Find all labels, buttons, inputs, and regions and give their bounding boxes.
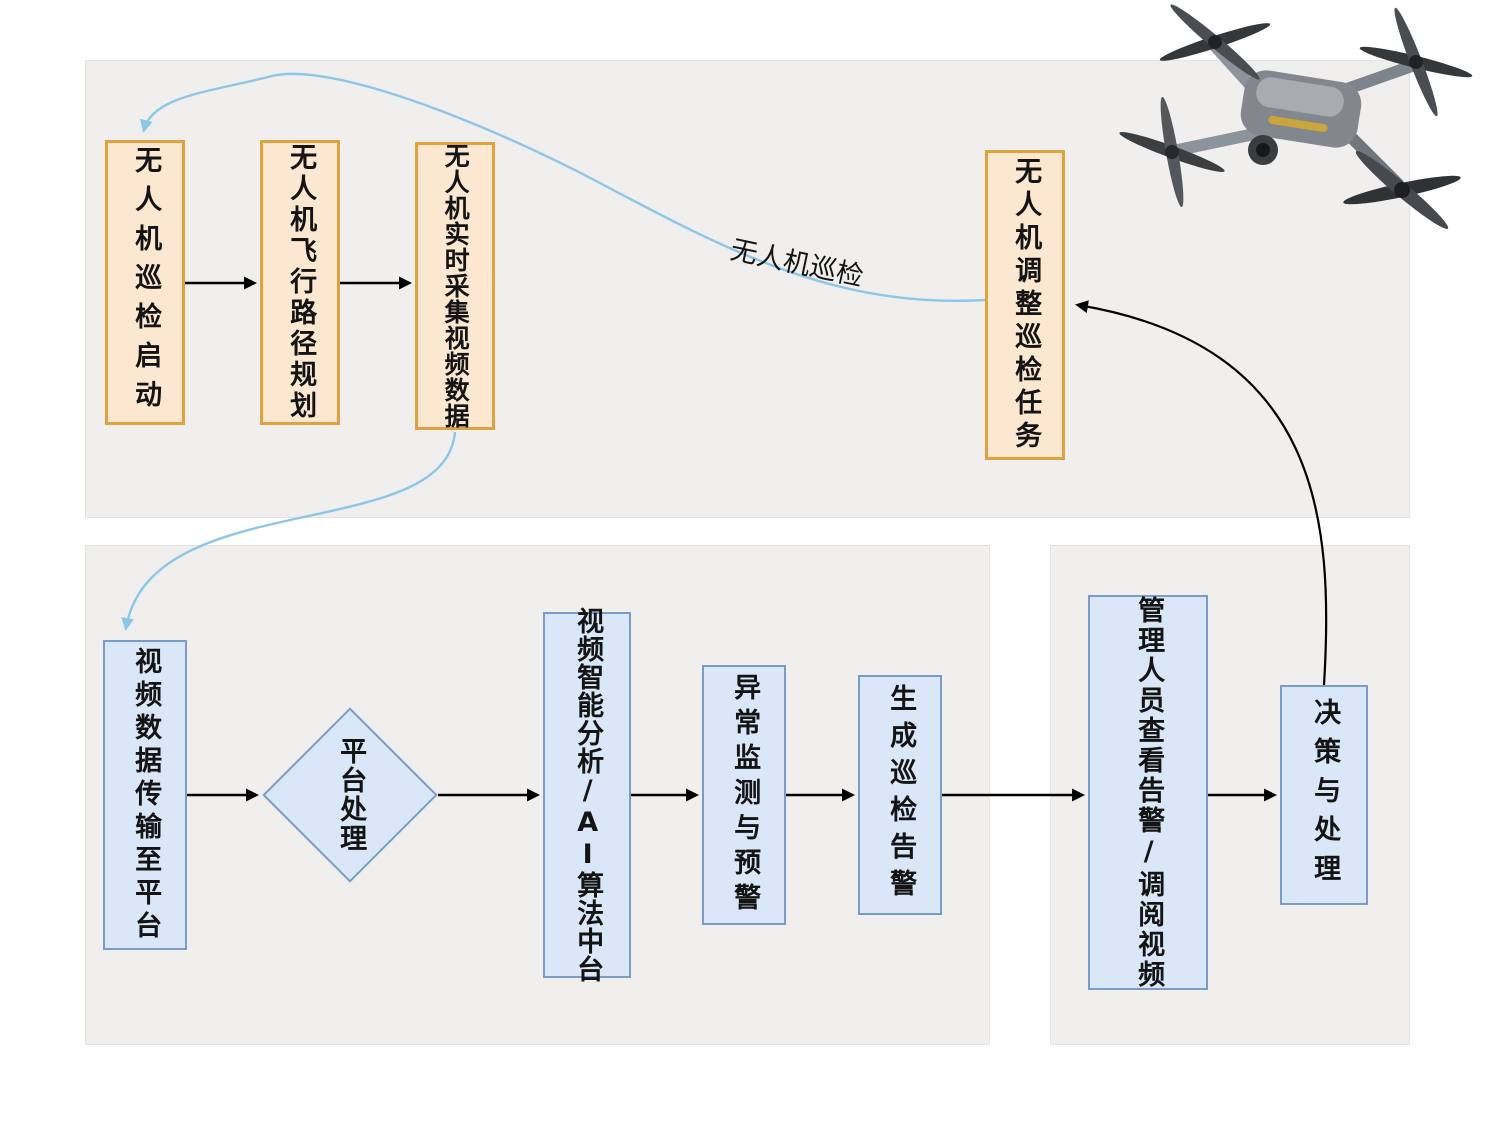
node-adjust-label: 无人机调整巡检任务 — [1010, 156, 1042, 454]
node-start-label: 无人机巡检启动 — [130, 146, 162, 419]
node-ai-analysis-label: 视频智能分析/AI算法中台 — [572, 607, 604, 983]
node-platform-process-label: 平台处理 — [335, 737, 367, 853]
node-transmit: 视频数据传输至平台 — [103, 640, 187, 950]
node-path-plan-label: 无人机飞行路径规划 — [285, 143, 317, 422]
node-adjust: 无人机调整巡检任务 — [985, 150, 1065, 460]
node-platform-process: 平台处理 — [262, 707, 438, 883]
node-ai-analysis: 视频智能分析/AI算法中台 — [543, 607, 631, 983]
node-alarm: 生成巡检告警 — [858, 675, 942, 915]
node-anomaly-label: 异常监测与预警 — [729, 672, 761, 918]
arrow-decision-to-adjust — [1075, 300, 1328, 686]
node-decision: 决策与处理 — [1280, 685, 1368, 905]
node-decision-label: 决策与处理 — [1309, 697, 1341, 893]
node-path-plan: 无人机飞行路径规划 — [260, 140, 340, 425]
arrow-adjust-to-start — [139, 72, 986, 302]
node-alarm-label: 生成巡检告警 — [885, 684, 917, 906]
node-anomaly: 异常监测与预警 — [702, 665, 786, 925]
arrow-collect-to-transmit — [121, 431, 457, 631]
node-collect-label: 无人机实时采集视频数据 — [441, 143, 471, 429]
node-start: 无人机巡检启动 — [105, 140, 185, 425]
node-collect: 无人机实时采集视频数据 — [415, 142, 495, 430]
node-manager: 管理人员查看告警/调阅视频 — [1088, 595, 1208, 990]
node-transmit-label: 视频数据传输至平台 — [130, 646, 162, 944]
node-manager-label: 管理人员查看告警/调阅视频 — [1133, 595, 1165, 990]
